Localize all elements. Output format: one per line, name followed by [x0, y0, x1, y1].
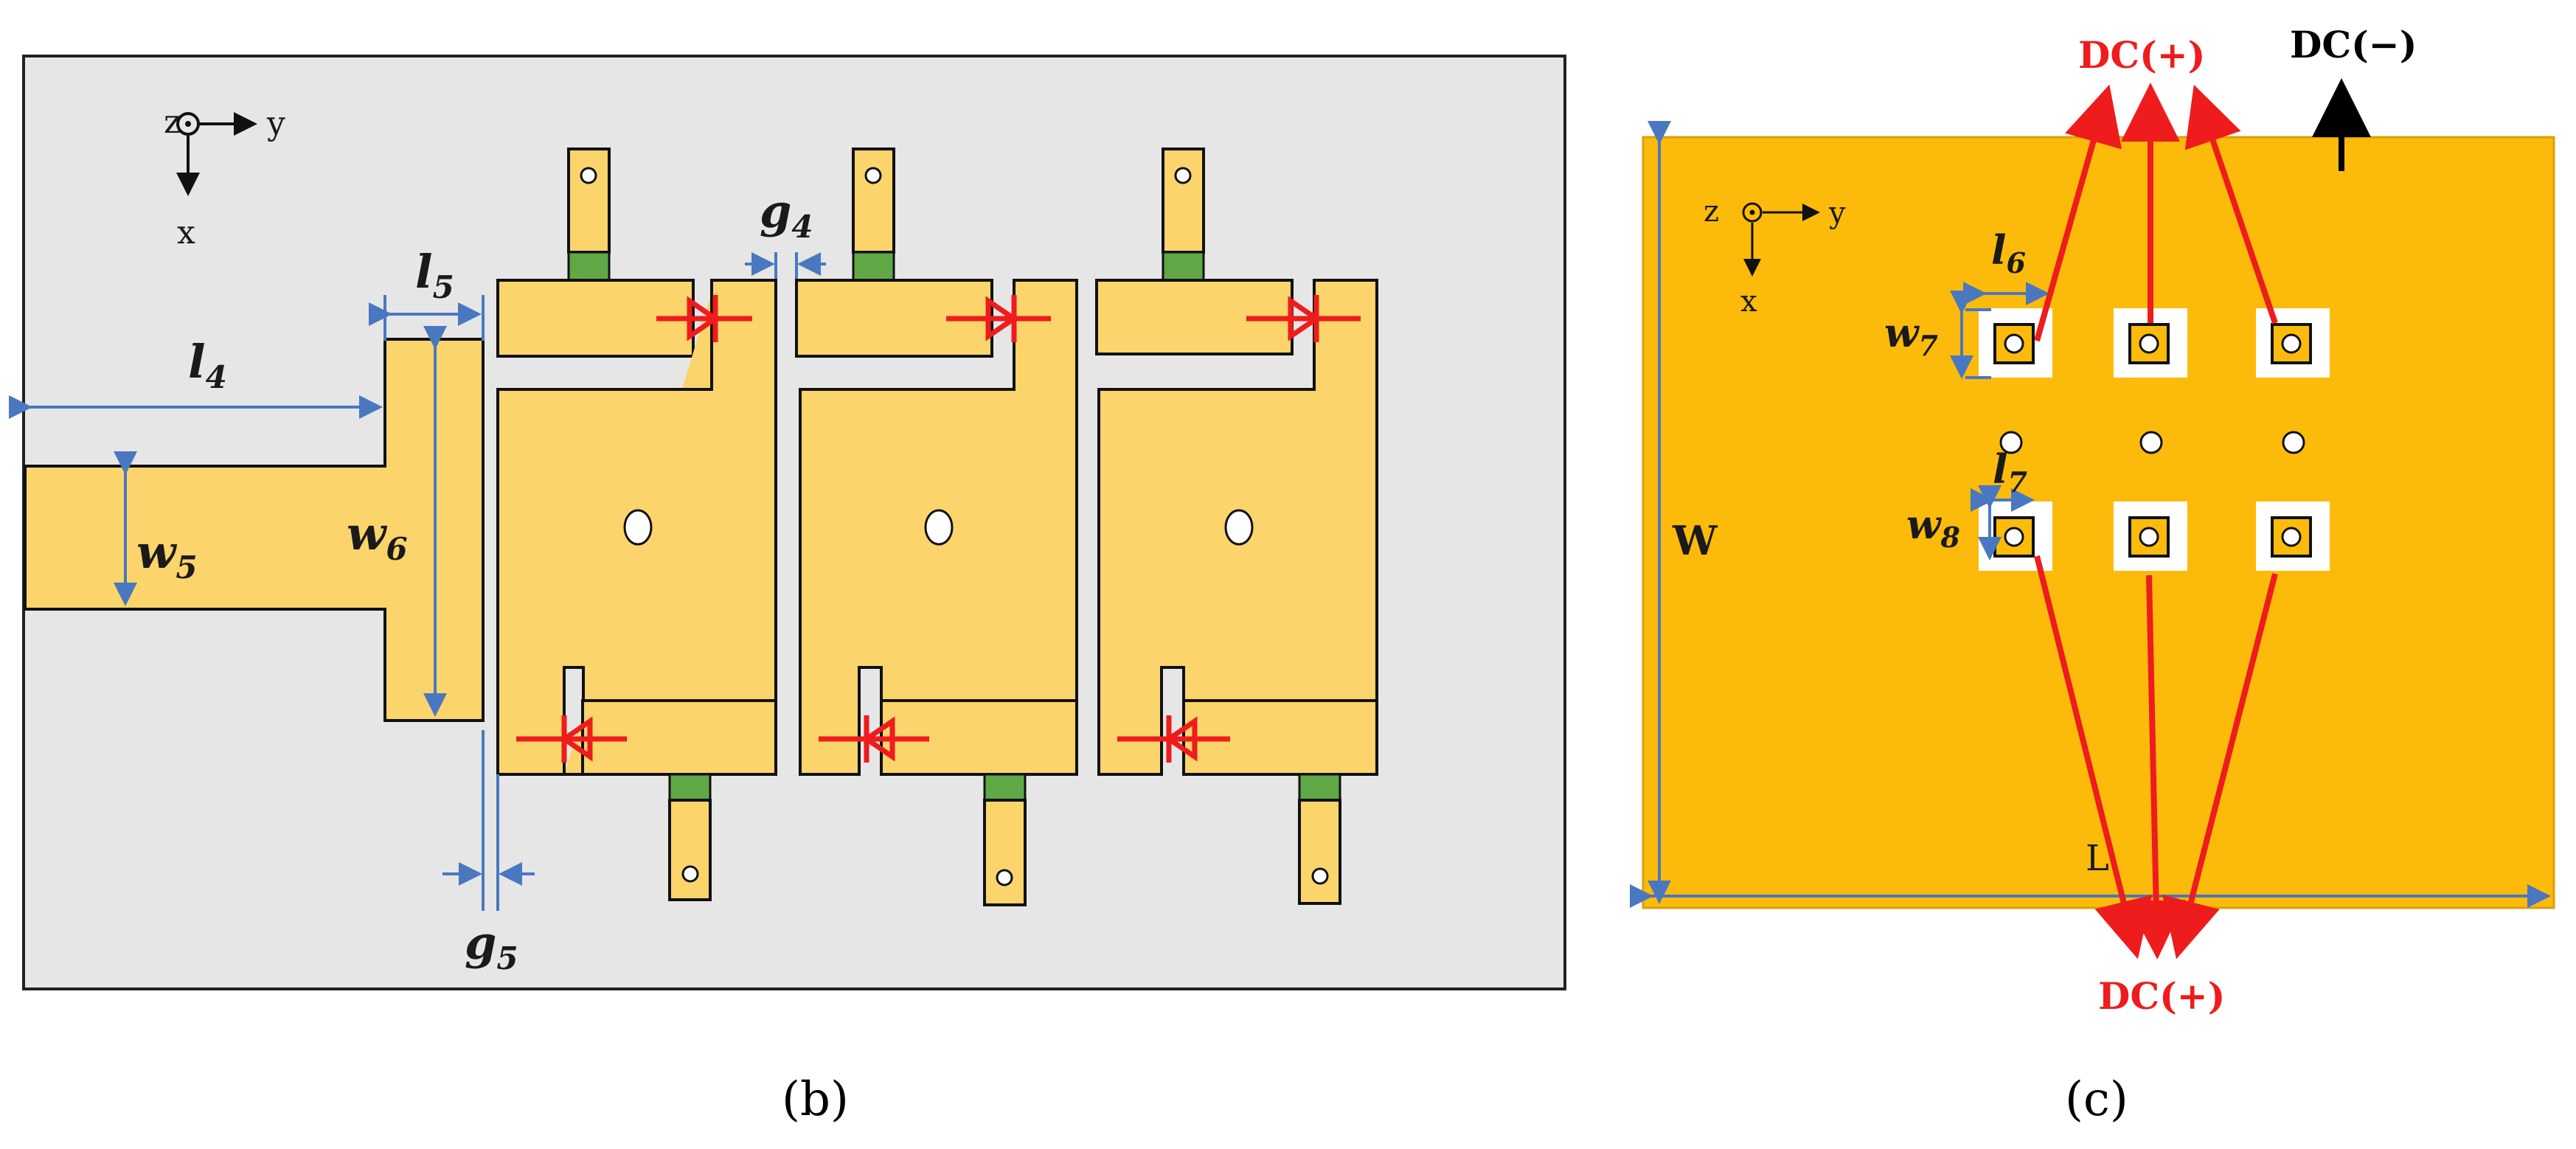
axes-indicator-c: z y x [1704, 195, 1846, 319]
unit-cell-1 [496, 147, 777, 901]
axis-z-label-b: z [164, 103, 181, 141]
top-stub-via [864, 167, 882, 184]
bottom-stub [983, 799, 1027, 906]
top-diode [656, 295, 752, 342]
label-W: W [1672, 517, 1718, 564]
bottom-capacitor [983, 773, 1027, 802]
center-via [1224, 509, 1254, 546]
top-diode [946, 295, 1051, 342]
bottom-capacitor [668, 773, 712, 802]
top-stub [852, 147, 895, 254]
dc-minus-label: DC(−) [2290, 23, 2417, 66]
label-w8: w8 [1906, 501, 1960, 554]
bottom-pad-2 [2114, 501, 2187, 571]
ground-plane [1642, 136, 2555, 909]
axis-x-label-b: x [177, 214, 195, 251]
dimensions-b [9, 252, 826, 911]
dc-plus-top-label: DC(+) [2078, 33, 2205, 77]
label-g5: g5 [465, 916, 518, 976]
caption-b: (b) [782, 1072, 849, 1127]
top-stub-via [580, 167, 597, 184]
bottom-diode [819, 715, 929, 763]
top-pad-1 [1979, 308, 2052, 378]
axis-z-label-c: z [1704, 195, 1719, 229]
label-w6: w6 [347, 507, 408, 567]
label-l7: l7 [1993, 445, 2027, 499]
center-via [623, 509, 653, 546]
top-pad-3 [2256, 308, 2330, 378]
middle-via-1 [1999, 431, 2023, 454]
center-via [924, 509, 954, 546]
panel-c: z y x [1630, 23, 2555, 1127]
label-w7: w7 [1884, 309, 1938, 362]
axes-indicator-b: z y x [164, 103, 285, 251]
top-stub-via [1174, 167, 1192, 184]
axis-x-label-c: x [1740, 285, 1757, 319]
axis-y-label-c: y [1828, 196, 1846, 230]
top-stub [1162, 147, 1205, 254]
dc-arrows [2034, 83, 2278, 959]
unit-cell-3 [1095, 147, 1378, 905]
label-w5: w5 [136, 525, 198, 586]
top-capacitor [1162, 251, 1205, 282]
unit-cell-2 [795, 147, 1078, 906]
label-l5: l5 [415, 245, 454, 305]
label-l4: l4 [188, 335, 227, 395]
bottom-diode [516, 715, 627, 763]
bottom-diode [1117, 715, 1230, 763]
top-diode [1246, 295, 1361, 342]
top-capacitor [567, 251, 611, 282]
bottom-stub-via [996, 869, 1013, 886]
label-g4: g4 [760, 184, 813, 245]
top-stub [567, 147, 611, 254]
feed-line [24, 338, 485, 722]
bottom-stub [668, 799, 712, 901]
bottom-pad-3 [2256, 501, 2330, 571]
top-capacitor [852, 251, 895, 282]
panel-b: z y x [9, 55, 1566, 1127]
caption-c: (c) [2065, 1072, 2128, 1127]
dc-plus-bottom-label: DC(+) [2098, 974, 2225, 1018]
axis-y-label-b: y [266, 105, 285, 142]
label-L: L [2086, 838, 2109, 879]
bottom-stub-via [1311, 867, 1329, 885]
label-l6: l6 [1991, 226, 2026, 280]
bottom-stub-via [681, 865, 699, 883]
bottom-stub [1298, 799, 1341, 905]
bottom-capacitor [1298, 773, 1341, 802]
middle-via-3 [2282, 431, 2305, 454]
middle-via-2 [2139, 431, 2163, 454]
